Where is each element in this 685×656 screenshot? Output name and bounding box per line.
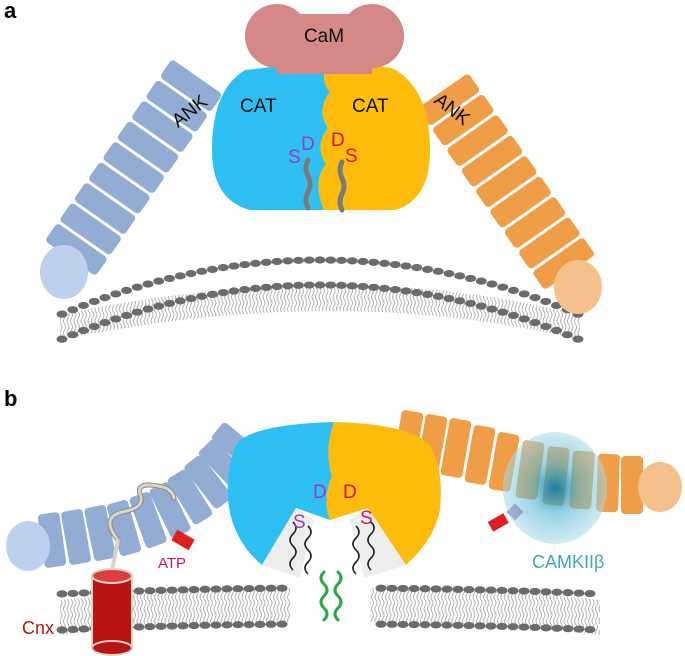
ank-left-cap-a <box>40 245 88 299</box>
ankyrin-repeat <box>167 469 213 525</box>
cat-right-b <box>326 422 441 565</box>
panel-letter-a: a <box>4 0 17 23</box>
ankyrin-repeat <box>433 94 494 146</box>
ankyrin-repeat <box>447 115 508 166</box>
atp-marker-left <box>171 529 195 551</box>
cat-left-a <box>212 60 330 210</box>
ank-left-a <box>40 60 222 299</box>
membrane-a <box>56 256 584 343</box>
calmodulin <box>245 4 404 74</box>
ankyrin-repeat <box>533 238 594 289</box>
serine-left-b: S <box>293 512 306 533</box>
ankyrin-repeat <box>160 60 222 111</box>
ankyrin-repeat <box>61 509 91 565</box>
cam-label: CaM <box>304 26 344 47</box>
ankyrin-repeat <box>60 203 121 255</box>
cnx-cylinder <box>91 568 133 656</box>
cnx-stem <box>110 539 120 571</box>
cat-left-label-a: CAT <box>240 96 277 117</box>
pore-wall-left <box>262 508 314 578</box>
ankyrin-repeat <box>621 456 643 514</box>
ankyrin-repeat <box>132 101 193 152</box>
aspartate-left-b: D <box>313 482 327 503</box>
linker-left-a <box>303 157 313 211</box>
ankyrin-repeat <box>117 121 179 173</box>
inhibitory-strands <box>289 521 375 575</box>
ankyrin-repeat <box>149 482 191 538</box>
cat-right-label-a: CAT <box>352 96 389 117</box>
pore-wall-right <box>350 508 406 578</box>
pore-peptides <box>319 570 343 622</box>
atp-label: ATP <box>158 555 186 572</box>
aspartate-right-a: D <box>331 130 345 151</box>
serine-left-a: S <box>288 147 301 168</box>
panel-letter-b: b <box>4 386 17 411</box>
camkii-label: CAMKIIβ <box>532 552 604 572</box>
ankyrin-repeat <box>464 425 496 485</box>
ankyrin-repeat <box>184 455 232 509</box>
ankyrin-repeat <box>490 176 551 228</box>
ankyrin-repeat <box>461 135 523 187</box>
ankyrin-repeat <box>440 418 472 478</box>
serine-right-a: S <box>345 146 358 167</box>
ank-right-cap-a <box>554 260 602 314</box>
ank-left-cap-b <box>6 521 50 571</box>
linker-right-a <box>337 159 347 213</box>
ank-right-cap-b <box>638 462 682 512</box>
ankyrin-repeat <box>84 505 116 561</box>
ankyrin-repeat <box>519 217 580 269</box>
cat-right-a <box>318 60 430 210</box>
ankyrin-repeat <box>476 156 537 207</box>
ankyrin-repeat <box>146 80 207 132</box>
serine-right-b: S <box>360 508 373 529</box>
ankyrin-repeat <box>89 162 150 214</box>
cnx-tether <box>108 483 176 542</box>
ankyrin-repeat <box>504 197 566 248</box>
cat-left-b <box>227 422 334 565</box>
atp-marker-right <box>487 513 509 532</box>
ankyrin-repeat <box>418 74 480 125</box>
cnx-label: Cnx <box>22 618 54 638</box>
ank-left-b <box>6 422 265 571</box>
ankyrin-repeat <box>103 142 164 193</box>
ank-right-a <box>418 74 602 314</box>
camkii-complex <box>503 432 607 544</box>
aspartate-left-a: D <box>301 134 315 155</box>
aspartate-right-b: D <box>343 482 357 503</box>
ankyrin-repeat <box>74 183 136 234</box>
